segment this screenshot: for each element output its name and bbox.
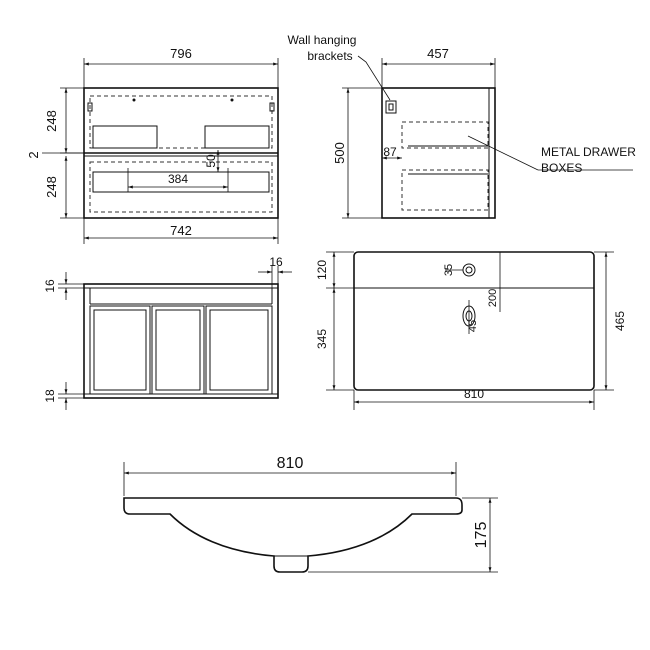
handle-recess-upper-left xyxy=(92,125,158,149)
brackets-annotation-line2: brackets xyxy=(307,49,352,63)
front-inner-width-label: 384 xyxy=(168,172,188,186)
lower-right-rail-label: 16 xyxy=(269,255,283,269)
handle-recess-upper-right xyxy=(204,125,270,149)
basin-front-depth-label: 345 xyxy=(315,329,329,349)
front-width-top-label: 796 xyxy=(170,46,192,61)
side-drawer-upper-outline xyxy=(401,121,489,149)
side-height-label: 500 xyxy=(332,142,347,164)
front-width-bottom-label: 742 xyxy=(170,223,192,238)
tap-hole-icon xyxy=(462,263,476,277)
front-height-upper-label: 248 xyxy=(44,110,59,132)
tap-hole-label: 35 xyxy=(443,264,455,276)
basin-plan-width-label: 810 xyxy=(464,387,484,401)
front-inner-height-label: 50 xyxy=(204,154,218,168)
lower-drawer-box-outline xyxy=(89,161,273,213)
side-view: 457 500 87 Wall hanging brackets METAL D… xyxy=(288,33,636,219)
tap-to-waste-label: 200 xyxy=(487,289,499,307)
basin-plan-view: 35 45 200 120 345 465 810 xyxy=(315,251,627,410)
lower-carcass xyxy=(83,283,279,399)
lower-panel-right xyxy=(205,305,273,395)
lower-top-rail-label: 16 xyxy=(43,279,57,293)
basin-section-width-label: 810 xyxy=(277,455,304,472)
basin-plan-outline xyxy=(353,251,595,391)
upper-drawer-box-outline xyxy=(89,95,273,149)
lower-front-view: 16 16 18 xyxy=(43,255,292,410)
basin-section-height-label: 175 xyxy=(473,522,490,549)
handle-recess-lower xyxy=(92,171,270,193)
lower-bottom-rail-label: 18 xyxy=(43,389,57,403)
side-carcass xyxy=(381,87,496,219)
brackets-annotation-line1: Wall hanging xyxy=(288,33,357,47)
drawer-annotation-line2: BOXES xyxy=(541,161,582,175)
lower-panel-left xyxy=(89,305,151,395)
side-drawer-offset-label: 87 xyxy=(383,145,397,159)
waste-label: 45 xyxy=(467,320,479,332)
bracket-left-icon xyxy=(87,102,93,112)
side-bracket-icon xyxy=(385,100,397,114)
side-depth-label: 457 xyxy=(427,46,449,61)
lower-panel-middle xyxy=(151,305,205,395)
front-gap-label: 2 xyxy=(26,151,41,158)
basin-section-view: 810 175 xyxy=(123,455,498,573)
front-view: 796 742 248 248 2 50 384 xyxy=(26,46,279,244)
drawer-annotation-line1: METAL DRAWER xyxy=(541,145,636,159)
basin-overall-depth-label: 465 xyxy=(613,311,627,331)
front-height-lower-label: 248 xyxy=(44,176,59,198)
side-drawer-lower-outline xyxy=(401,169,489,211)
basin-section-outline xyxy=(123,497,463,573)
basin-back-strip-label: 120 xyxy=(315,260,329,280)
bracket-right-icon xyxy=(269,102,275,112)
